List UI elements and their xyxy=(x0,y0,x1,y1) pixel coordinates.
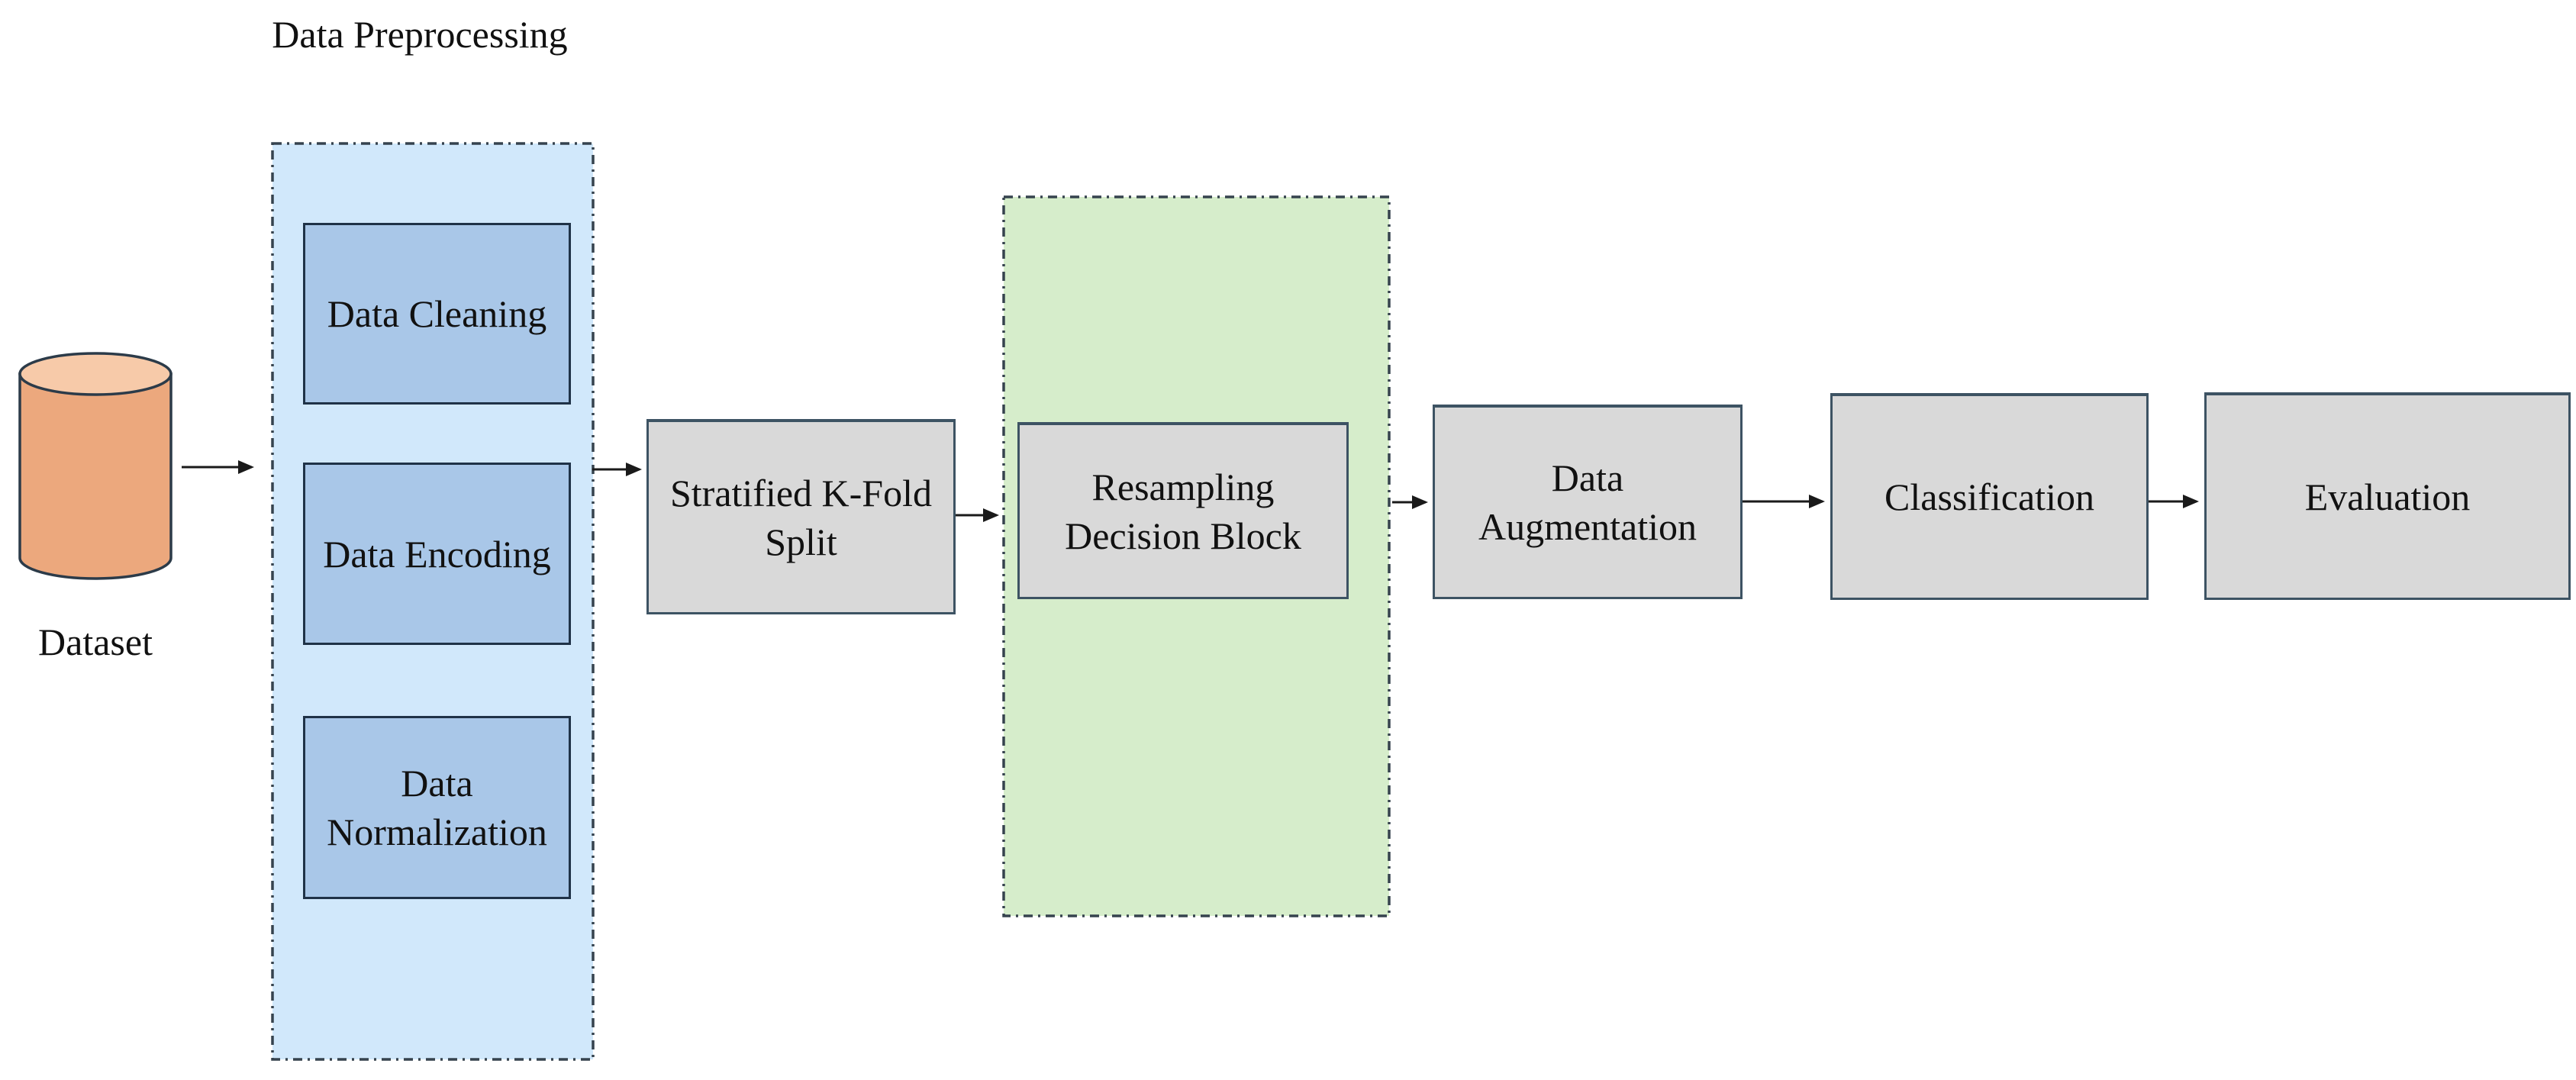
node-data-cleaning: Data Cleaning xyxy=(303,223,571,405)
node-stratified-kfold-split: Stratified K-Fold Split xyxy=(646,419,956,614)
dataset-label: Dataset xyxy=(38,621,153,663)
preprocessing-container-title: Data Preprocessing xyxy=(272,13,568,56)
node-data-encoding: Data Encoding xyxy=(303,463,571,645)
node-data-augmentation-label: Data Augmentation xyxy=(1478,456,1697,548)
node-stratified-kfold-split-label: Stratified K-Fold Split xyxy=(669,471,933,563)
database-cylinder-icon xyxy=(18,352,172,580)
node-data-augmentation: Data Augmentation xyxy=(1433,405,1743,599)
node-classification-label: Classification xyxy=(1884,476,2094,518)
node-evaluation-label: Evaluation xyxy=(2304,475,2471,518)
node-resampling-decision-block-label: Resampling Decision Block xyxy=(1065,465,1301,557)
node-data-normalization-label: Data Normalization xyxy=(327,762,547,853)
node-data-cleaning-label: Data Cleaning xyxy=(327,292,547,335)
node-data-encoding-label: Data Encoding xyxy=(323,532,551,575)
node-data-normalization: Data Normalization xyxy=(303,716,571,899)
node-evaluation: Evaluation xyxy=(2204,392,2571,600)
node-classification: Classification xyxy=(1830,393,2149,600)
node-resampling-decision-block: Resampling Decision Block xyxy=(1017,422,1349,599)
